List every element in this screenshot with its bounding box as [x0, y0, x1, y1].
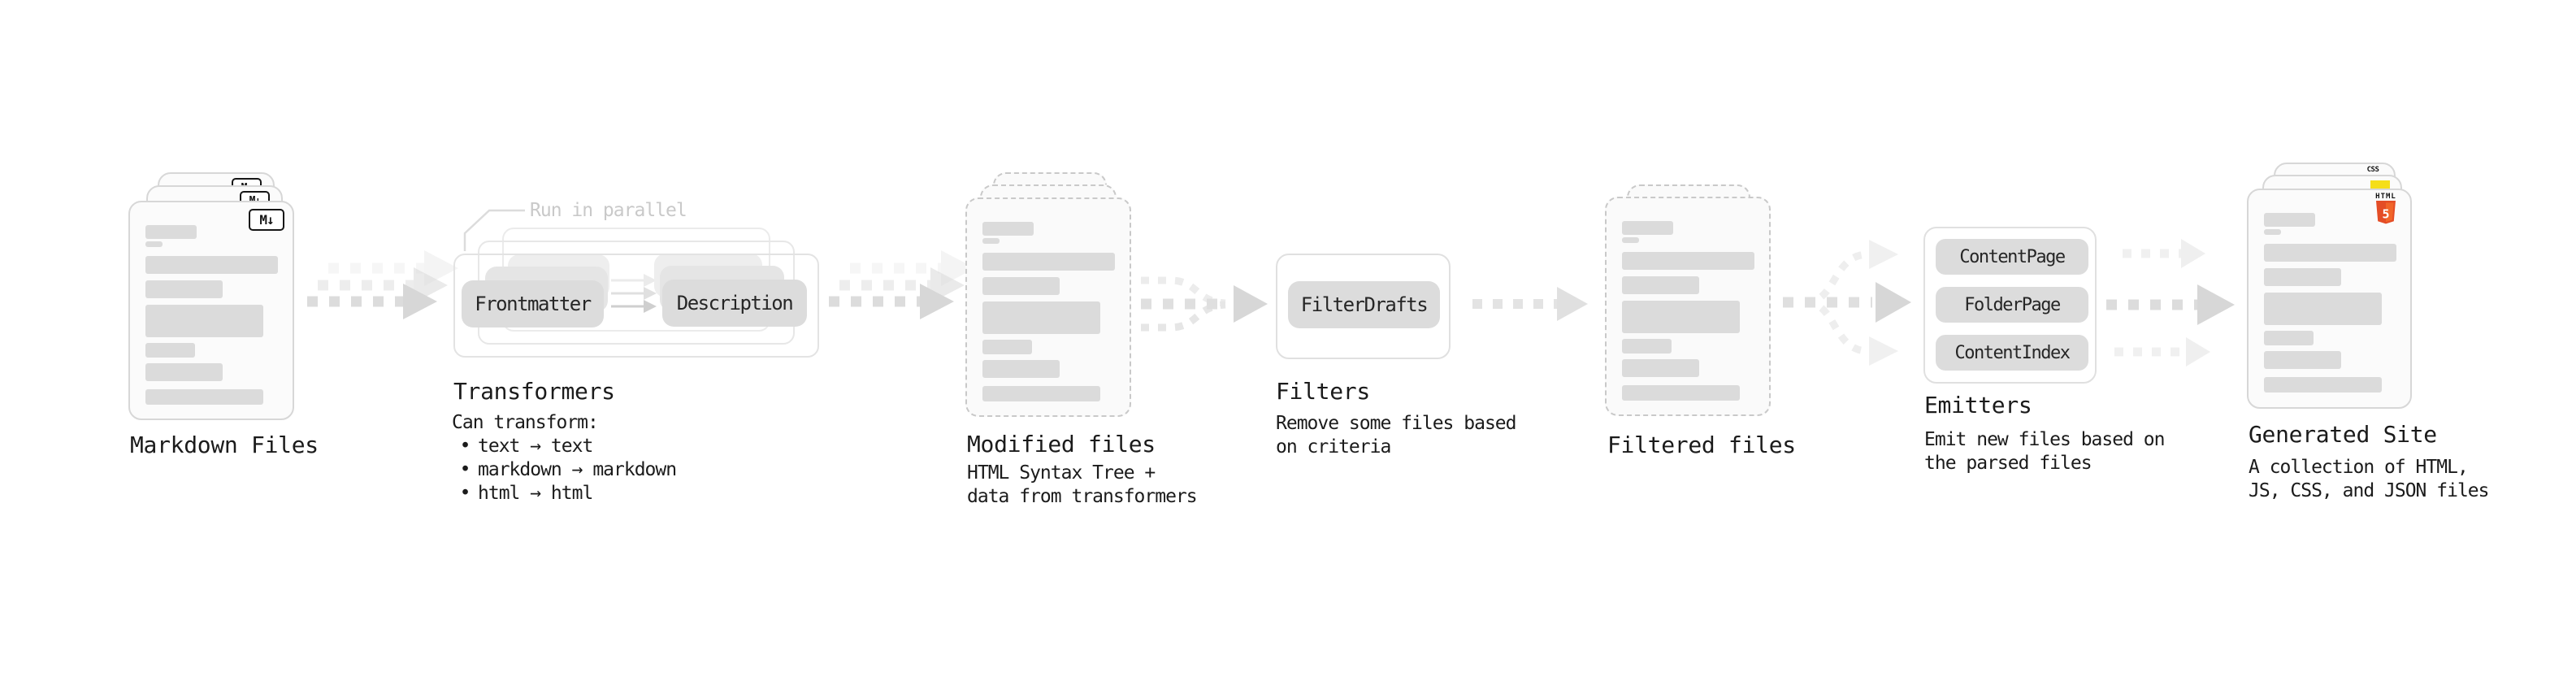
- arrow-filtered-to-emitters-diverge-icon: [1783, 240, 1911, 366]
- transformer-parallel-arrows-icon: [611, 274, 657, 313]
- skeleton-bar: [145, 280, 223, 298]
- skeleton-bar: [145, 225, 197, 239]
- transformer-pill-description: Description: [662, 280, 807, 327]
- emitter-pill-contentindex: ContentIndex: [1936, 335, 2088, 371]
- markdown-badge-icon: M↓: [249, 209, 284, 231]
- modified-desc-line: HTML Syntax Tree +: [967, 462, 1156, 484]
- skeleton-bar: [145, 305, 263, 337]
- js-badge-icon: [2370, 180, 2390, 191]
- filter-pill-filterdrafts: FilterDrafts: [1288, 281, 1440, 328]
- arrow-transformers-to-modified-icon: [829, 250, 975, 319]
- html5-badge-icon: HTML 5: [2370, 193, 2402, 225]
- markdown-file-card-front: M↓: [128, 201, 294, 420]
- generated-file-card-html: HTML 5: [2247, 189, 2412, 409]
- transformers-bullet-line: •text → text: [452, 435, 676, 458]
- emitters-description: Emit new files based on the parsed files: [1924, 428, 2165, 475]
- html5-badge-text: HTML: [2375, 193, 2396, 201]
- transformer-pill-frontmatter: Frontmatter: [462, 280, 604, 327]
- skeleton-bar: [145, 363, 223, 381]
- skeleton-bar: [2264, 244, 2396, 262]
- skeleton-bar: [2264, 213, 2315, 227]
- skeleton-bar: [982, 360, 1060, 378]
- skeleton-bar: [2264, 293, 2382, 325]
- bullet-icon: •: [459, 483, 471, 504]
- modified-description: HTML Syntax Tree + data from transformer…: [967, 462, 1198, 509]
- skeleton-text-lines: [1622, 221, 1754, 401]
- skeleton-bar: [1622, 276, 1699, 294]
- skeleton-bar: [1622, 359, 1699, 377]
- modified-desc-line: data from transformers: [967, 486, 1198, 507]
- generated-description: A collection of HTML, JS, CSS, and JSON …: [2249, 456, 2489, 503]
- skeleton-bar: [982, 340, 1032, 354]
- arrow-modified-to-filters-merge-icon: [1141, 276, 1268, 332]
- transformers-description: Can transform: •text → text •markdown → …: [452, 411, 678, 505]
- emitter-pill-folderpage: FolderPage: [1936, 287, 2088, 323]
- transformer-box-front: [453, 254, 819, 358]
- skeleton-bar: [2264, 351, 2341, 369]
- transformers-bullet-line: •html → html: [452, 482, 676, 505]
- skeleton-bar: [145, 389, 263, 405]
- modified-file-card-front: [965, 197, 1131, 417]
- skeleton-bar: [145, 256, 278, 274]
- skeleton-text-lines: [982, 222, 1115, 401]
- html5-shield-icon: 5: [2376, 201, 2396, 224]
- html5-number: 5: [2382, 207, 2389, 222]
- filters-panel: FilterDrafts: [1276, 254, 1451, 359]
- filters-desc-line: on criteria: [1276, 436, 1391, 458]
- filtered-file-card-front: [1605, 197, 1771, 416]
- arrow-emitters-to-generated-icon: [2106, 239, 2235, 367]
- stage-label-generated-site: Generated Site: [2249, 421, 2437, 448]
- skeleton-bar: [2264, 268, 2341, 286]
- markdown-badge-text: M↓: [259, 212, 274, 228]
- skeleton-bar: [1622, 221, 1673, 235]
- skeleton-bar: [145, 241, 163, 247]
- stage-label-emitters: Emitters: [1924, 392, 2032, 419]
- transformers-desc-title: Can transform:: [452, 412, 599, 433]
- skeleton-bar: [1622, 237, 1639, 243]
- skeleton-bar: [982, 277, 1060, 295]
- generated-desc-line: JS, CSS, and JSON files: [2249, 480, 2489, 501]
- skeleton-bar: [982, 386, 1100, 401]
- skeleton-bar: [2264, 229, 2281, 235]
- filters-description: Remove some files based on criteria: [1276, 412, 1516, 459]
- stage-label-transformers: Transformers: [453, 378, 615, 405]
- emitter-pill-contentpage: ContentPage: [1936, 239, 2088, 275]
- stage-label-modified-files: Modified files: [967, 431, 1156, 458]
- run-in-parallel-note: Run in parallel: [530, 200, 687, 221]
- skeleton-bar: [1622, 252, 1754, 270]
- emitters-desc-line: the parsed files: [1924, 453, 2092, 474]
- run-in-parallel-connector-line: [463, 209, 525, 251]
- skeleton-bar: [1622, 385, 1740, 401]
- bullet-icon: •: [459, 459, 471, 480]
- stage-label-markdown-files: Markdown Files: [130, 432, 319, 458]
- skeleton-bar: [145, 343, 195, 358]
- skeleton-bar: [1622, 301, 1740, 333]
- emitters-desc-line: Emit new files based on: [1924, 429, 2165, 450]
- filters-desc-line: Remove some files based: [1276, 413, 1516, 434]
- generated-desc-line: A collection of HTML,: [2249, 457, 2469, 478]
- css-badge-text: CSS: [2366, 166, 2379, 174]
- arrow-markdown-to-transformers-icon: [307, 250, 458, 319]
- transformers-bullet-line: •markdown → markdown: [452, 458, 678, 482]
- skeleton-bar: [1622, 339, 1672, 354]
- stage-label-filtered-files: Filtered files: [1607, 432, 1796, 458]
- skeleton-bar: [982, 238, 1000, 244]
- emitters-panel: ContentPage FolderPage ContentIndex: [1923, 227, 2097, 384]
- skeleton-bar: [982, 222, 1034, 236]
- skeleton-text-lines: [145, 225, 278, 405]
- arrow-filters-to-filtered-icon: [1472, 287, 1588, 321]
- skeleton-bar: [982, 301, 1100, 334]
- bullet-icon: •: [459, 436, 471, 457]
- skeleton-bar: [2264, 377, 2382, 393]
- skeleton-text-lines: [2264, 213, 2396, 393]
- skeleton-bar: [982, 253, 1115, 271]
- stage-label-filters: Filters: [1276, 378, 1370, 405]
- skeleton-bar: [2264, 331, 2314, 345]
